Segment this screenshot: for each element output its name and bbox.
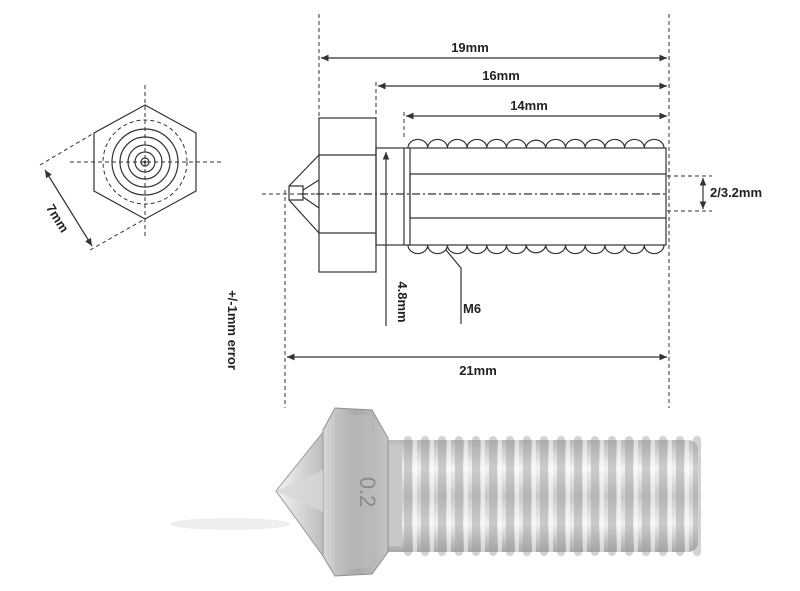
length-19-label: 19mm: [451, 40, 489, 55]
nozzle-photo: [170, 407, 706, 577]
hex-end-view: [39, 85, 222, 251]
side-view: [262, 14, 712, 408]
bore-label: 2/3.2mm: [710, 185, 762, 200]
length-21-label: 21mm: [459, 363, 497, 378]
thread-label: M6: [463, 301, 481, 316]
nozzle-depth-label: 4.8mm: [395, 281, 410, 322]
nozzle-marking: 0.2: [355, 477, 380, 508]
tolerance-note: +/-1mm error: [225, 290, 240, 370]
length-16-label: 16mm: [482, 68, 520, 83]
length-14-label: 14mm: [510, 98, 548, 113]
